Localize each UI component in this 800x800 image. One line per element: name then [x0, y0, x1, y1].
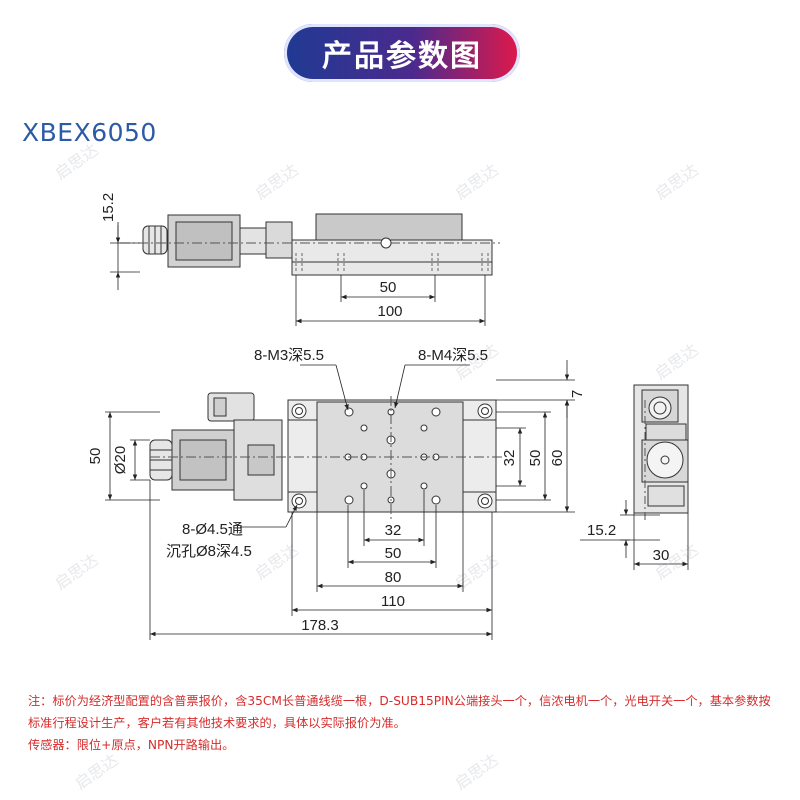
top-view [149, 392, 505, 520]
watermark: 启思达 [451, 550, 501, 593]
dim-bottom-32: 32 [385, 522, 402, 539]
dim-end-30: 30 [653, 547, 670, 564]
watermark: 启思达 [451, 160, 501, 203]
dim-end-15: 15.2 [587, 522, 616, 539]
banner-title: 产品参数图 [322, 39, 482, 74]
dim-holes-line1: 8-Ø4.5通 [182, 521, 243, 538]
dim-bottom-178: 178.3 [301, 617, 339, 634]
watermark: 启思达 [251, 160, 301, 203]
dim-dia-20: Ø20 [112, 446, 129, 474]
dim-holes-line2: 沉孔Ø8深4.5 [166, 543, 252, 560]
note-main: 注：标价为经济型配置的含普票报价，含35CM长普通线缆一根，D-SUB15PIN… [28, 694, 771, 730]
side-dims [110, 222, 486, 326]
dim-m4-label: 8-M4深5.5 [418, 347, 488, 364]
dim-left-50: 50 [87, 448, 104, 465]
model-name: XBEX6050 [22, 118, 157, 147]
dim-m3-label: 8-M3深5.5 [254, 347, 324, 364]
watermark: 启思达 [71, 750, 121, 793]
watermark: 启思达 [651, 340, 701, 383]
dim-side-height: 15.2 [100, 193, 117, 222]
title-banner: 产品参数图 [284, 24, 520, 82]
end-view [633, 384, 689, 520]
note-sensor: 传感器：限位+原点，NPN开路输出。 [28, 738, 235, 752]
dim-bottom-110: 110 [381, 593, 405, 610]
dim-side-100: 100 [377, 303, 402, 320]
watermark: 启思达 [451, 750, 501, 793]
top-dims [105, 360, 575, 640]
dim-right-50: 50 [527, 450, 544, 467]
watermark: 启思达 [51, 550, 101, 593]
watermark: 启思达 [651, 160, 701, 203]
side-view [120, 213, 500, 276]
dim-bottom-80: 80 [385, 569, 402, 586]
dim-right-7: 7 [569, 390, 586, 398]
end-dims [580, 500, 689, 570]
dim-right-32: 32 [501, 450, 518, 467]
watermark: 启思达 [251, 540, 301, 583]
dim-bottom-50: 50 [385, 545, 402, 562]
dim-right-60: 60 [549, 450, 566, 467]
watermark: 启思达 [51, 140, 101, 183]
dim-side-50: 50 [380, 279, 397, 296]
